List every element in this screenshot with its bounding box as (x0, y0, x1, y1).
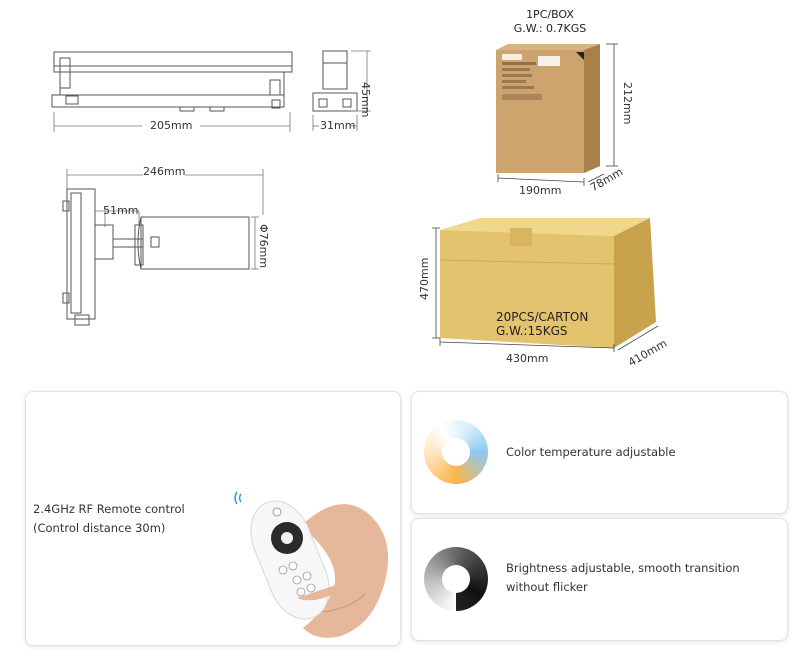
dimension-246: 246mm (143, 165, 186, 178)
side-view-drawing (51, 51, 293, 132)
brightness-icon (424, 547, 488, 611)
remote-line-2: (Control distance 30m) (33, 521, 166, 535)
brightness-text: Brightness adjustable, smooth transition… (506, 559, 776, 597)
end-view-drawing (312, 50, 371, 131)
remote-feature-text: 2.4GHz RF Remote control (Control distan… (33, 500, 233, 538)
carton-height: 470mm (418, 257, 431, 300)
color-temp-card: Color temperature adjustable (411, 391, 788, 514)
remote-hand-image (234, 491, 389, 638)
color-temp-text: Color temperature adjustable (506, 445, 676, 459)
spotlight-drawing (62, 169, 264, 326)
carton-label: 20PCS/CARTON G.W.:15KGS (496, 310, 606, 338)
small-box-width: 190mm (519, 184, 562, 197)
carton-width: 430mm (506, 352, 549, 365)
small-box-weight: G.W.: 0.7KGS (513, 22, 587, 35)
color-temp-icon (424, 420, 488, 484)
remote-line-1: 2.4GHz RF Remote control (33, 502, 185, 516)
carton-weight: G.W.:15KGS (496, 324, 568, 338)
remote-control-card: 2.4GHz RF Remote control (Control distan… (25, 391, 401, 646)
small-box-qty: 1PC/BOX (526, 8, 574, 21)
brightness-card: Brightness adjustable, smooth transition… (411, 518, 788, 641)
dimension-51: 51mm (103, 204, 139, 217)
brightness-line-1: Brightness adjustable, smooth transition (506, 561, 740, 575)
dimension-31: 31mm (320, 119, 356, 132)
small-box-height: 212mm (621, 82, 634, 125)
brightness-line-2: without flicker (506, 580, 588, 594)
small-box-image (496, 43, 618, 186)
carton-qty: 20PCS/CARTON (496, 310, 589, 324)
small-box-label: 1PC/BOX G.W.: 0.7KGS (490, 8, 610, 36)
dimension-45: 45mm (359, 82, 372, 118)
dimension-205: 205mm (150, 119, 193, 132)
carton-image (432, 218, 659, 352)
dimension-76: Φ76mm (257, 224, 270, 269)
